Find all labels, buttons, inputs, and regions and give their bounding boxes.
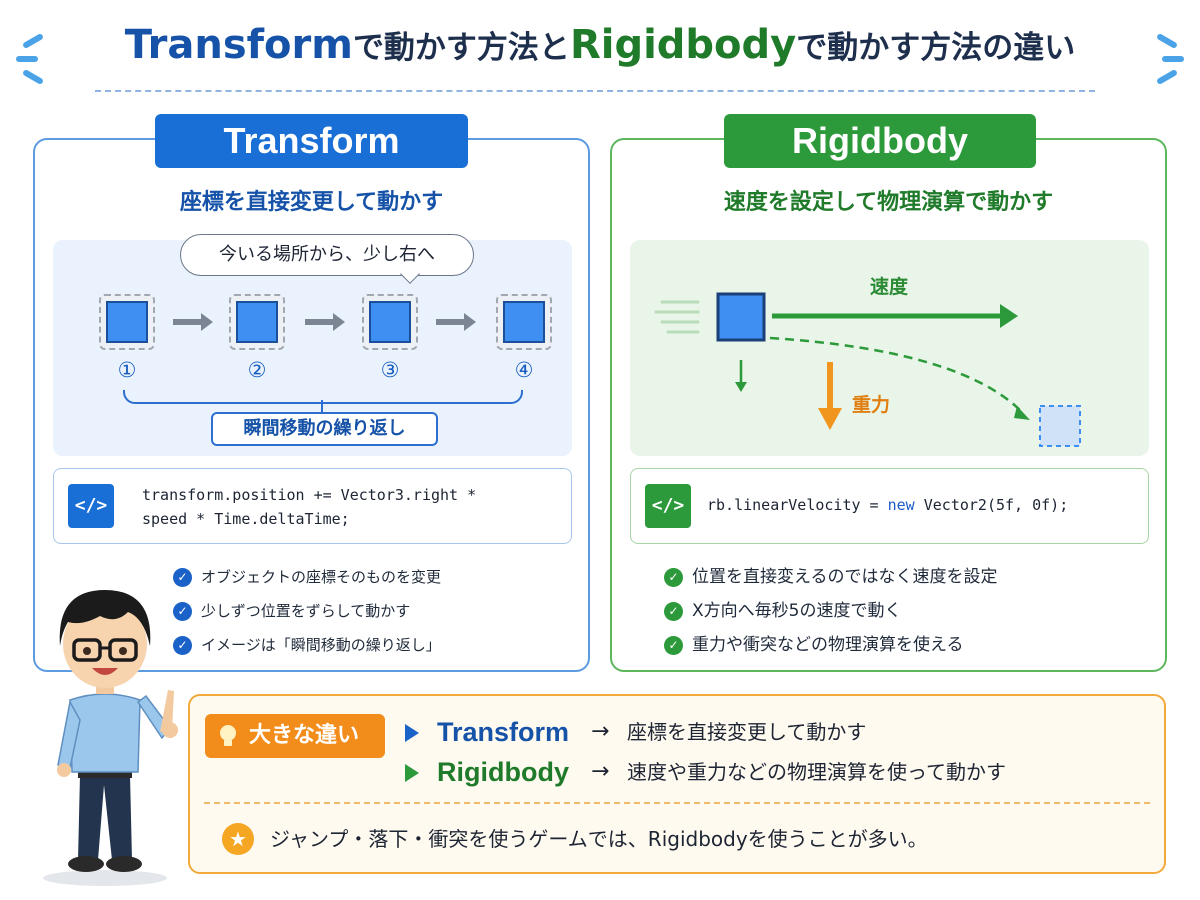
position-step-2	[229, 294, 285, 350]
arrow-icon: →	[591, 759, 610, 784]
object-square	[369, 301, 411, 343]
check-circle-icon: ✓	[664, 636, 683, 655]
check-item: ✓ オブジェクトの座標そのものを変更	[173, 560, 441, 594]
speech-bubble: 今いる場所から、少し右へ	[180, 234, 474, 284]
transform-subtitle: 座標を直接変更して動かす	[179, 190, 444, 215]
code-suffix: Vector2(5f, 0f);	[914, 496, 1069, 514]
title-divider	[95, 90, 1095, 92]
rigidbody-code: rb.linearVelocity = new Vector2(5f, 0f);	[707, 493, 1068, 517]
code-brackets-icon: </>	[68, 484, 114, 528]
check-item: ✓ 重力や衝突などの物理演算を使える	[664, 628, 998, 662]
title-sparkle-left	[16, 56, 38, 62]
object-square	[503, 301, 545, 343]
position-step-4	[496, 294, 552, 350]
key-difference-badge: 大きな違い	[205, 714, 385, 758]
object-square	[236, 301, 278, 343]
summary-row-desc: 速度や重力などの物理演算を使って動かす	[627, 760, 1006, 784]
arrow-icon: →	[591, 719, 610, 744]
title-rigidbody: Rigidbody	[569, 22, 797, 68]
small-down-arrow-icon	[735, 360, 747, 392]
check-item-text: イメージは「瞬間移動の繰り返し」	[201, 636, 441, 654]
check-item-text: オブジェクトの座標そのものを変更	[201, 568, 442, 586]
check-item: ✓ X方向へ毎秒5の速度で動く	[664, 594, 998, 628]
star-icon: ★	[222, 823, 254, 855]
summary-row-name: Rigidbody	[437, 757, 569, 787]
transform-badge: Transform	[155, 114, 468, 168]
check-item-text: 少しずつ位置をずらして動かす	[201, 602, 411, 620]
title-text: で動かす方法と	[352, 30, 570, 66]
transform-checklist: ✓ オブジェクトの座標そのものを変更 ✓ 少しずつ位置をずらして動かす ✓ イメージは…	[173, 560, 441, 662]
trajectory-arrowhead	[1014, 406, 1030, 420]
summary-row-desc: 座標を直接変更して動かす	[627, 720, 867, 744]
rigidbody-panel: Rigidbody 速度を設定して物理演算で動かす	[610, 114, 1167, 672]
physics-diagram	[654, 292, 1081, 447]
velocity-label: 速度	[870, 276, 909, 298]
presenter-character	[43, 590, 178, 886]
rigidbody-code-box: </> rb.linearVelocity = new Vector2(5f, …	[630, 468, 1149, 544]
landing-position	[1039, 405, 1081, 447]
check-circle-icon: ✓	[173, 602, 192, 621]
play-triangle-icon	[405, 764, 419, 782]
motion-lines-icon	[654, 300, 700, 334]
velocity-arrow-icon	[772, 304, 1018, 328]
title-text: で動かす方法の違い	[796, 30, 1076, 66]
summary-row-name: Transform	[437, 717, 570, 747]
step-number: ①	[117, 358, 137, 382]
rigidbody-object	[716, 292, 766, 342]
gravity-arrow-icon	[818, 362, 842, 430]
speech-bubble-text: 今いる場所から、少し右へ	[219, 244, 435, 265]
rigidbody-badge: Rigidbody	[724, 114, 1036, 168]
lightbulb-icon	[220, 725, 236, 746]
rigidbody-checklist: ✓ 位置を直接変えるのではなく速度を設定 ✓ X方向へ毎秒5の速度で動く ✓ 重力や衝…	[664, 560, 998, 662]
code-prefix: rb.linearVelocity =	[707, 496, 888, 514]
check-circle-icon: ✓	[173, 568, 192, 587]
transform-panel: Transform 座標を直接変更して動かす 今いる場所から、少し右へ ① ② …	[33, 114, 590, 672]
check-item-text: 重力や衝突などの物理演算を使える	[692, 635, 964, 655]
check-item: ✓ 少しずつ位置をずらして動かす	[173, 594, 441, 628]
step-arrow-icon	[305, 313, 345, 331]
transform-code-box: </> transform.position += Vector3.right …	[53, 468, 572, 544]
step-arrow-icon	[436, 313, 476, 331]
play-triangle-icon	[405, 724, 419, 742]
teleport-label: 瞬間移動の繰り返し	[211, 412, 438, 446]
code-line-1: transform.position += Vector3.right *	[142, 486, 477, 504]
transform-code: transform.position += Vector3.right * sp…	[142, 483, 476, 531]
step-number: ④	[514, 358, 534, 382]
title-sparkle-right	[1162, 56, 1184, 62]
key-difference-label: 大きな違い	[249, 723, 360, 748]
check-item-text: 位置を直接変えるのではなく速度を設定	[692, 567, 998, 587]
code-keyword: new	[887, 496, 915, 514]
rigidbody-diagram: 速度 重力	[630, 240, 1149, 456]
object-square	[106, 301, 148, 343]
rigidbody-subtitle: 速度を設定して物理演算で動かす	[723, 190, 1054, 215]
code-line-2: speed * Time.deltaTime;	[142, 510, 350, 528]
steps-brace	[123, 390, 523, 404]
steps-brace-tick	[321, 400, 323, 412]
trajectory-path	[769, 336, 1023, 413]
summary-box: 大きな違い Transform → 座標を直接変更して動かす Rigidbody…	[188, 694, 1166, 874]
gravity-label: 重力	[852, 394, 891, 416]
page-title: Transformで動かす方法とRigidbodyで動かす方法の違い	[0, 22, 1200, 82]
summary-divider	[204, 802, 1150, 804]
speech-bubble-tail	[400, 264, 420, 284]
position-step-3	[362, 294, 418, 350]
check-circle-icon: ✓	[173, 636, 192, 655]
title-transform: Transform	[124, 22, 353, 68]
transform-diagram: 今いる場所から、少し右へ ① ② ③ ④ 瞬間移動の繰り返し	[53, 234, 572, 456]
step-number: ②	[247, 358, 267, 382]
check-circle-icon: ✓	[664, 602, 683, 621]
step-arrow-icon	[173, 313, 213, 331]
check-item: ✓ 位置を直接変えるのではなく速度を設定	[664, 560, 998, 594]
check-item-text: X方向へ毎秒5の速度で動く	[692, 601, 902, 621]
position-step-1	[99, 294, 155, 350]
summary-tip: ジャンプ・落下・衝突を使うゲームでは、Rigidbodyを使うことが多い。	[270, 827, 928, 851]
step-number: ③	[380, 358, 400, 382]
code-brackets-icon: </>	[645, 484, 691, 528]
check-item: ✓ イメージは「瞬間移動の繰り返し」	[173, 628, 441, 662]
check-circle-icon: ✓	[664, 568, 683, 587]
